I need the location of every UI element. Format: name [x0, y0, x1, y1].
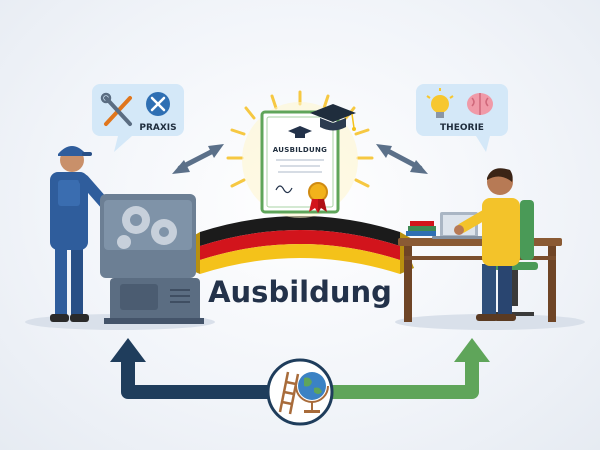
tools-badge-icon — [146, 92, 170, 116]
theorie-speech-bubble: THEORIE — [416, 84, 508, 152]
light-bulb-icon — [426, 88, 454, 118]
seal-icon — [308, 182, 328, 213]
books-stack — [406, 221, 436, 236]
right-exchange-arrow-icon — [376, 144, 428, 174]
desk — [398, 238, 562, 322]
wrench-screwdriver-icon — [100, 92, 132, 126]
student-figure — [454, 168, 520, 321]
certificate-title: AUSBILDUNG — [273, 146, 327, 154]
german-flag-ribbon — [186, 216, 414, 274]
certificate-glow-rays — [226, 90, 374, 188]
signature-icon — [275, 185, 293, 194]
cycle-arrow-right — [330, 338, 490, 399]
worker-figure — [50, 146, 128, 322]
lathe-machine — [100, 194, 204, 324]
machine-vent — [170, 289, 190, 303]
praxis-speech-bubble: PRAXIS — [92, 84, 184, 152]
praxis-label: PRAXIS — [139, 123, 176, 133]
left-exchange-arrow-icon — [172, 144, 224, 174]
globe-icon — [295, 372, 329, 413]
globe-ladder-badge — [266, 358, 334, 426]
brain-icon — [467, 93, 493, 115]
desk-ground-shadow — [395, 314, 585, 330]
ladder-icon — [278, 371, 300, 415]
machine-gears-icon — [117, 206, 177, 249]
theorie-label: THEORIE — [440, 123, 484, 133]
certificate-cap-icon — [288, 126, 312, 138]
cycle-arrow-left — [110, 338, 270, 399]
graduation-cap-icon — [310, 104, 356, 131]
certificate: AUSBILDUNG — [260, 110, 340, 214]
page-title: Ausbildung — [208, 275, 392, 309]
